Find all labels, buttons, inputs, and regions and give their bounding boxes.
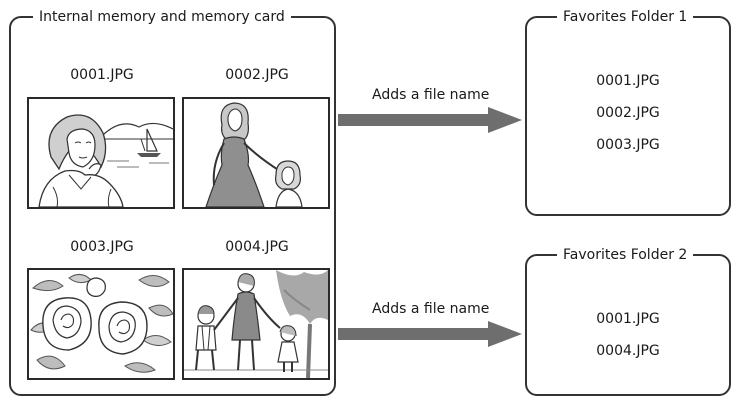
favorites-folder-1-file: 0001.JPG bbox=[596, 73, 660, 89]
file-name-0002: 0002.JPG bbox=[225, 67, 289, 83]
flowers-illustration bbox=[30, 274, 173, 373]
arrow-shape-1 bbox=[338, 107, 522, 133]
thumbnail-0003 bbox=[27, 268, 175, 380]
thumbnail-0001 bbox=[27, 97, 175, 209]
source-memory-box-title: Internal memory and memory card bbox=[33, 7, 291, 27]
arrow-label-folder-2: Adds a file name bbox=[372, 301, 490, 317]
arrow-to-folder-2 bbox=[338, 321, 522, 347]
favorites-folder-2-title: Favorites Folder 2 bbox=[557, 245, 694, 265]
family-walking-illustration bbox=[184, 270, 328, 378]
favorites-folder-2-file: 0001.JPG bbox=[596, 311, 660, 327]
favorites-folder-1-box: Favorites Folder 1 0001.JPG 0002.JPG 000… bbox=[525, 7, 731, 216]
arrow-label-folder-1: Adds a file name bbox=[372, 87, 490, 103]
favorites-folder-2-file: 0004.JPG bbox=[596, 343, 660, 359]
woman-portrait-illustration bbox=[38, 114, 173, 207]
source-memory-box: Internal memory and memory card bbox=[9, 7, 336, 396]
file-name-0003: 0003.JPG bbox=[70, 239, 134, 255]
file-name-0004: 0004.JPG bbox=[225, 239, 289, 255]
favorites-folder-1-title: Favorites Folder 1 bbox=[557, 7, 694, 27]
thumbnail-0004 bbox=[182, 268, 330, 380]
file-name-0001: 0001.JPG bbox=[70, 67, 134, 83]
favorites-folder-1-file: 0003.JPG bbox=[596, 137, 660, 153]
woman-and-child-illustration bbox=[205, 102, 303, 207]
favorites-folder-2-box: Favorites Folder 2 0001.JPG 0004.JPG bbox=[525, 245, 731, 396]
thumbnail-0002 bbox=[182, 97, 330, 209]
arrow-to-folder-1 bbox=[338, 107, 522, 133]
arrow-shape-2 bbox=[338, 321, 522, 347]
favorites-folder-1-file: 0002.JPG bbox=[596, 105, 660, 121]
